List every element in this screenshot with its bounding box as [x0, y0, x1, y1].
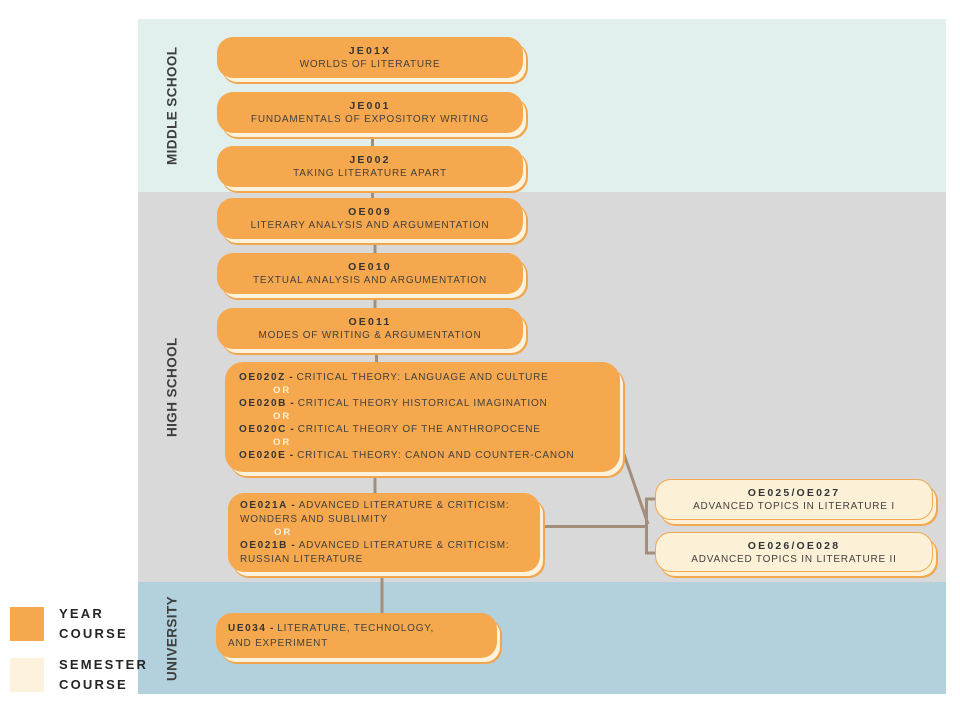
dash-separator: -: [290, 424, 295, 435]
legend-item-semester-course: SEMESTER COURSE: [10, 655, 155, 694]
course-code: OE010: [348, 261, 392, 273]
course-box-je01x: JE01X WORLDS OF LITERATURE: [217, 37, 523, 78]
dash-separator: -: [289, 372, 294, 383]
semester-course-swatch: [10, 657, 44, 692]
band-label-middle-school: MIDDLE SCHOOL: [164, 46, 180, 165]
course-code: UE034: [228, 622, 267, 634]
course-title: LITERATURE, TECHNOLOGY, AND EXPERIMENT: [228, 622, 435, 649]
course-code: OE009: [348, 206, 392, 218]
course-option: OE020B - CRITICAL THEORY HISTORICAL IMAG…: [239, 397, 614, 411]
course-box-oe011: OE011 MODES OF WRITING & ARGUMENTATION: [217, 308, 523, 349]
course-box-je002: JE002 TAKING LITERATURE APART: [217, 146, 523, 187]
band-label-high-school: HIGH SCHOOL: [164, 337, 180, 437]
or-separator: OR: [273, 385, 292, 396]
course-code: OE020C: [239, 424, 287, 435]
or-separator: OR: [273, 411, 292, 422]
course-code: JE001: [349, 100, 391, 112]
dash-separator: -: [291, 499, 296, 511]
year-course-swatch: [10, 606, 44, 641]
course-title: WORLDS OF LITERATURE: [299, 59, 441, 70]
dash-separator: -: [289, 450, 294, 461]
course-code: OE025/OE027: [747, 487, 841, 499]
course-box-oe026-oe028: OE026/OE028 ADVANCED TOPICS IN LITERATUR…: [655, 532, 933, 572]
course-title: CRITICAL THEORY: CANON AND COUNTER-CANON: [297, 450, 575, 461]
legend-label: YEAR COURSE: [59, 606, 128, 641]
course-code: OE020E: [239, 450, 287, 461]
course-title: ADVANCED LITERATURE & CRITICISM: RUSSIAN…: [240, 539, 510, 565]
or-separator: OR: [273, 437, 292, 448]
course-box-oe010: OE010 TEXTUAL ANALYSIS AND ARGUMENTATION: [217, 253, 523, 294]
dash-separator: -: [269, 622, 274, 634]
course-title: FUNDAMENTALS OF EXPOSITORY WRITING: [250, 114, 490, 125]
course-code: OE020B: [239, 398, 287, 409]
course-option: UE034 - LITERATURE, TECHNOLOGY, AND EXPE…: [228, 621, 460, 651]
course-box-oe025-oe027: OE025/OE027 ADVANCED TOPICS IN LITERATUR…: [655, 479, 933, 520]
course-title: TEXTUAL ANALYSIS AND ARGUMENTATION: [252, 275, 488, 286]
course-title: CRITICAL THEORY HISTORICAL IMAGINATION: [297, 398, 548, 409]
or-separator: OR: [274, 526, 293, 538]
legend-item-year-course: YEAR COURSE: [10, 604, 155, 643]
course-box-je001: JE001 FUNDAMENTALS OF EXPOSITORY WRITING: [217, 92, 523, 133]
course-title: TAKING LITERATURE APART: [293, 168, 447, 179]
course-option: OE021B - ADVANCED LITERATURE & CRITICISM…: [240, 539, 536, 567]
course-title: MODES OF WRITING & ARGUMENTATION: [258, 330, 482, 341]
course-option: OE021A - ADVANCED LITERATURE & CRITICISM…: [240, 499, 536, 527]
course-box-ue034: UE034 - LITERATURE, TECHNOLOGY, AND EXPE…: [216, 613, 497, 658]
course-code: OE021A: [240, 499, 288, 511]
course-title: ADVANCED TOPICS IN LITERATURE I: [693, 501, 895, 512]
dash-separator: -: [291, 539, 296, 551]
legend-label: SEMESTER COURSE: [59, 657, 149, 692]
course-code: OE011: [348, 316, 392, 328]
course-title: ADVANCED LITERATURE & CRITICISM: WONDERS…: [240, 499, 510, 525]
course-option: OE020E - CRITICAL THEORY: CANON AND COUN…: [239, 449, 614, 463]
course-code: OE021B: [240, 539, 288, 551]
course-code: JE002: [349, 154, 391, 166]
dash-separator: -: [290, 398, 295, 409]
course-option: OE020C - CRITICAL THEORY OF THE ANTHROPO…: [239, 423, 614, 437]
course-title: CRITICAL THEORY OF THE ANTHROPOCENE: [297, 424, 541, 435]
course-box-oe009: OE009 LITERARY ANALYSIS AND ARGUMENTATIO…: [217, 198, 523, 239]
course-box-oe020: OE020Z - CRITICAL THEORY: LANGUAGE AND C…: [225, 362, 620, 472]
course-title: LITERARY ANALYSIS AND ARGUMENTATION: [250, 220, 490, 231]
course-code: JE01X: [348, 45, 392, 57]
course-option: OE020Z - CRITICAL THEORY: LANGUAGE AND C…: [239, 371, 614, 385]
course-box-oe021: OE021A - ADVANCED LITERATURE & CRITICISM…: [228, 493, 540, 572]
course-code: OE020Z: [239, 372, 286, 383]
course-title: CRITICAL THEORY: LANGUAGE AND CULTURE: [296, 372, 549, 383]
band-label-university: UNIVERSITY: [164, 595, 180, 681]
course-title: ADVANCED TOPICS IN LITERATURE II: [691, 553, 897, 565]
course-code: OE026/OE028: [747, 539, 841, 552]
